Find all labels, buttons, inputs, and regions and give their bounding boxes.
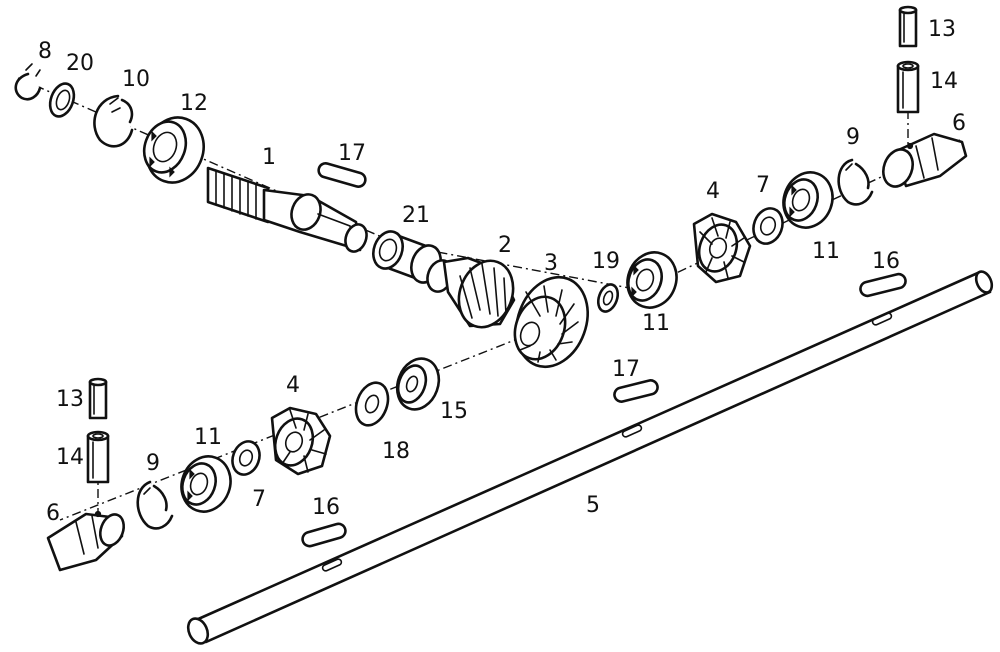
- washer-part-7-lower: [231, 440, 261, 476]
- label-13-upper: 13: [928, 17, 956, 42]
- bevel-gear-part-4-lower: [270, 406, 332, 476]
- label-10: 10: [122, 67, 150, 92]
- key-part-17-upper: [317, 162, 367, 188]
- bearing-part-11-upper: [782, 171, 834, 229]
- label-8: 8: [38, 39, 52, 64]
- key-part-16-upper: [859, 272, 907, 298]
- snap-ring-part-9-lower: [136, 480, 174, 530]
- label-14-lower: 14: [56, 445, 84, 470]
- label-15: 15: [440, 399, 468, 424]
- coupling-part-6-lower: [46, 510, 125, 572]
- bearing-part-11-middle: [626, 251, 678, 309]
- label-21: 21: [402, 203, 430, 228]
- label-1: 1: [262, 145, 276, 170]
- label-6-lower: 6: [46, 501, 60, 526]
- label-12: 12: [180, 91, 208, 116]
- label-17-upper: 17: [338, 141, 366, 166]
- sleeve-part-14-lower: [86, 430, 110, 484]
- label-19: 19: [592, 249, 620, 274]
- sleeve-part-14-upper: [896, 60, 920, 114]
- snap-ring-part-9-upper: [837, 158, 874, 206]
- label-16-lower: 16: [312, 495, 340, 520]
- label-5: 5: [586, 493, 600, 518]
- pin-part-13-lower: [88, 377, 108, 420]
- bearing-part-11-lower: [180, 455, 232, 513]
- snap-ring-part-10: [93, 94, 134, 148]
- label-4-lower: 4: [286, 373, 300, 398]
- label-9-upper: 9: [846, 125, 860, 150]
- washer-part-7-upper: [752, 207, 784, 245]
- label-6-upper: 6: [952, 111, 966, 136]
- label-16-upper: 16: [872, 249, 900, 274]
- label-11-lower: 11: [194, 425, 222, 450]
- label-7-lower: 7: [252, 487, 266, 512]
- bearing-part-12: [142, 116, 205, 184]
- washer-part-20: [48, 82, 76, 118]
- label-2: 2: [498, 233, 512, 258]
- washer-part-18: [354, 381, 390, 427]
- label-14-upper: 14: [930, 69, 958, 94]
- label-3: 3: [544, 251, 558, 276]
- label-7-upper: 7: [756, 173, 770, 198]
- bevel-gear-part-4-upper: [692, 212, 752, 284]
- circlip-part-8: [14, 63, 42, 101]
- part-number-labels: 8 20 10 12 1 17 21 2 3 19 11 4 7 11 9 6 …: [38, 17, 966, 526]
- label-9-lower: 9: [146, 451, 160, 476]
- label-13-lower: 13: [56, 387, 84, 412]
- label-11-upper: 11: [812, 239, 840, 264]
- long-shaft-part-5: [186, 270, 994, 645]
- label-18: 18: [382, 439, 410, 464]
- pin-part-13-upper: [898, 5, 918, 48]
- key-part-16-lower: [301, 522, 347, 548]
- thrust-washer-part-15: [395, 357, 441, 411]
- coupling-part-6-upper: [882, 132, 968, 188]
- crown-gear-part-3: [513, 275, 589, 369]
- label-20: 20: [66, 51, 94, 76]
- bevel-pinion-part-2: [426, 256, 516, 329]
- label-17-lower: 17: [612, 357, 640, 382]
- label-11-middle: 11: [642, 311, 670, 336]
- washer-part-19: [596, 283, 620, 313]
- label-4-upper: 4: [706, 179, 720, 204]
- key-part-17-lower: [613, 379, 659, 403]
- input-shaft-part-1: [206, 166, 368, 253]
